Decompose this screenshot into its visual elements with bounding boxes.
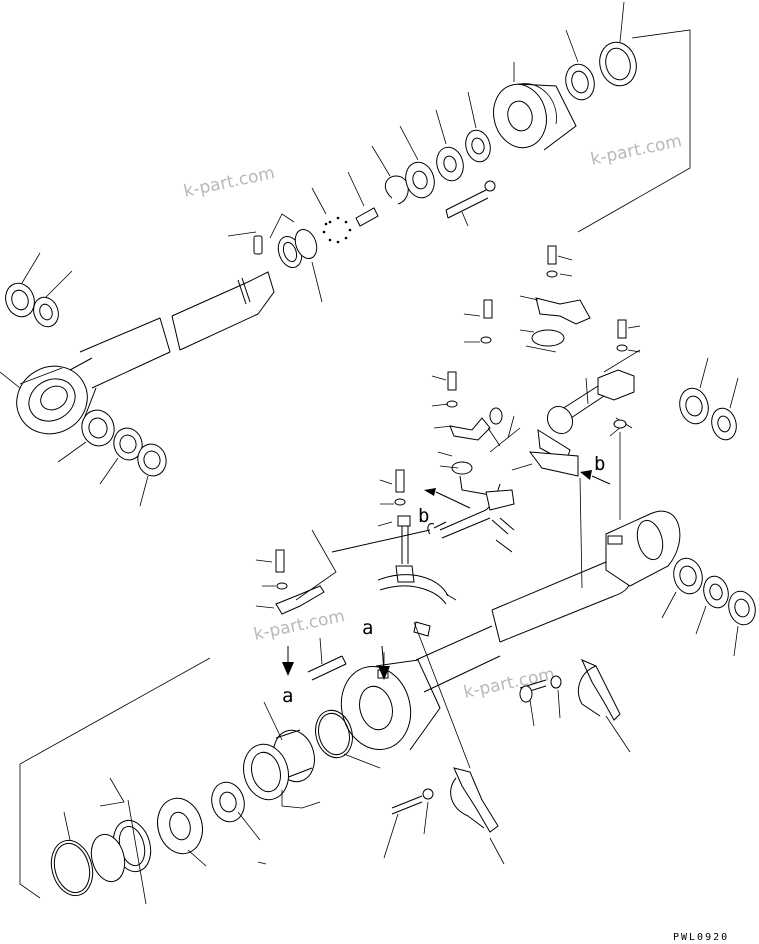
cylinder-head bbox=[445, 62, 577, 227]
head-bushing-seals bbox=[565, 1, 691, 233]
rod-eye-bushing bbox=[57, 409, 167, 507]
watermark-top-left: k-part.com bbox=[182, 163, 277, 202]
watermark-middle-left: k-part.com bbox=[252, 606, 347, 645]
clamp-bracket-left bbox=[255, 521, 447, 615]
label-b-right: b bbox=[594, 453, 605, 475]
piston-assembly bbox=[19, 657, 321, 905]
tube-flange bbox=[307, 637, 441, 769]
watermark-middle-right: k-part.com bbox=[462, 664, 557, 703]
rod-seal-stack bbox=[227, 91, 491, 303]
label-a-lower: a bbox=[282, 685, 293, 707]
alignment-lines bbox=[0, 367, 583, 769]
drawing-code: PWL0920 bbox=[673, 932, 729, 943]
label-a-upper: a bbox=[362, 617, 373, 639]
pipe-assembly-right bbox=[511, 245, 641, 477]
bottom-eye-seals bbox=[661, 357, 756, 657]
split-ring-group bbox=[383, 659, 631, 865]
cylinder-tube bbox=[415, 419, 681, 693]
clamp-left-group bbox=[377, 469, 457, 637]
piston-rod-assembly bbox=[16, 235, 275, 435]
watermark-top-right: k-part.com bbox=[589, 131, 684, 170]
connector-labels: a a b b bbox=[282, 453, 611, 707]
label-b-left: b bbox=[418, 505, 429, 527]
pipe-assembly-left bbox=[424, 299, 515, 553]
rod-end-seal-left bbox=[5, 252, 73, 328]
dotted-ring bbox=[322, 216, 352, 244]
